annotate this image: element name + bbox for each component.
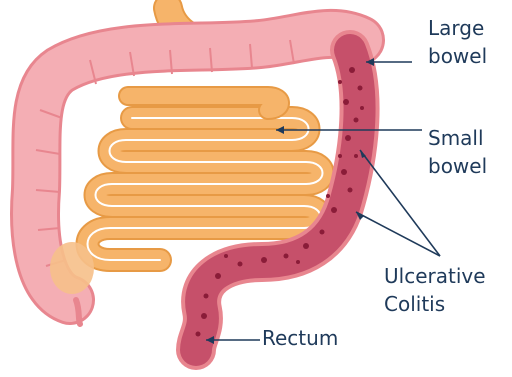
small-bowel bbox=[88, 96, 323, 260]
label-small-bowel-line2: bowel bbox=[428, 152, 487, 180]
label-ulcerative-colitis-line2: Colitis bbox=[384, 290, 486, 318]
label-ulcerative-colitis: Ulcerative Colitis bbox=[384, 262, 486, 318]
label-large-bowel-line2: bowel bbox=[428, 42, 487, 70]
label-ulcerative-colitis-line1: Ulcerative bbox=[384, 262, 486, 290]
label-small-bowel-line1: Small bbox=[428, 124, 487, 152]
label-large-bowel-line1: Large bbox=[428, 14, 487, 42]
label-rectum: Rectum bbox=[262, 324, 338, 352]
label-small-bowel: Small bowel bbox=[428, 124, 487, 180]
label-large-bowel: Large bowel bbox=[428, 14, 487, 70]
